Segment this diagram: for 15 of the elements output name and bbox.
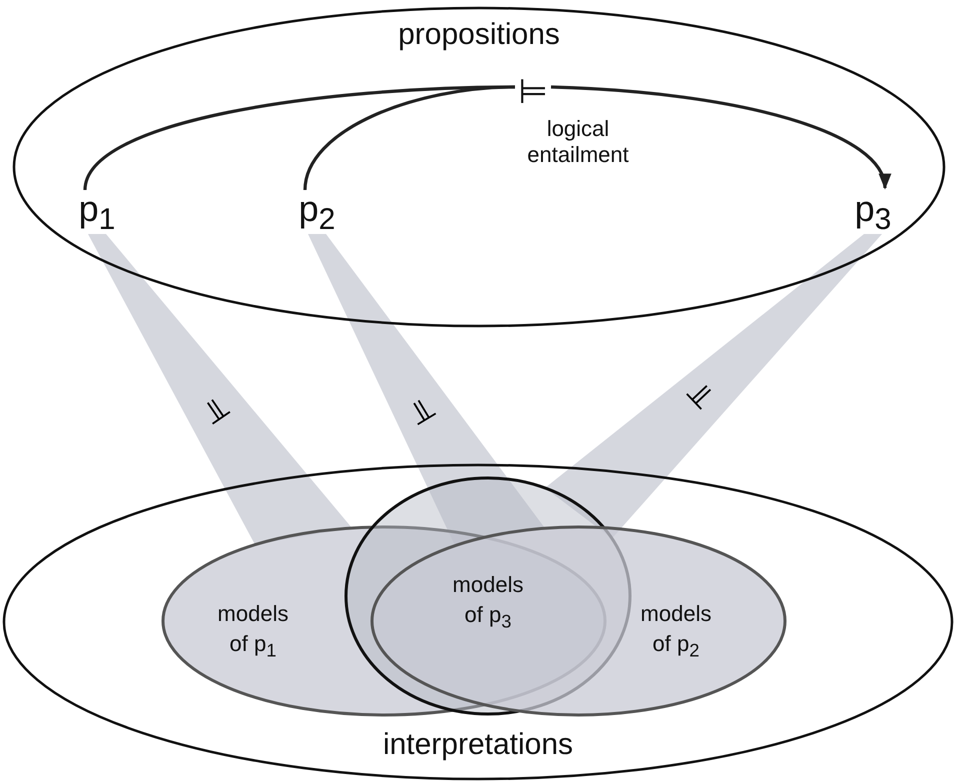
set-title: propositions xyxy=(397,20,561,50)
edge-label: ⊨ xyxy=(197,390,237,429)
proposition-label: p$_{3}$ xyxy=(854,187,892,238)
set-label: models of p$_{1}$ xyxy=(216,600,290,662)
caption-text: logical entailment xyxy=(526,116,630,169)
connector-arrow xyxy=(550,85,888,190)
edge-label: ⊨ xyxy=(404,390,443,429)
edge-label: ⊨ xyxy=(682,376,722,416)
set-label: models of p$_{2}$ xyxy=(640,600,712,662)
set-title: interpretations xyxy=(382,730,574,760)
entailment-symbol: ⊨ xyxy=(517,72,549,112)
proposition-label: p$_{1}$ xyxy=(78,187,116,238)
set-label: models of p$_{3}$ xyxy=(452,571,524,634)
proposition-label: p$_{2}$ xyxy=(298,187,336,238)
entailment-beam xyxy=(88,234,352,545)
